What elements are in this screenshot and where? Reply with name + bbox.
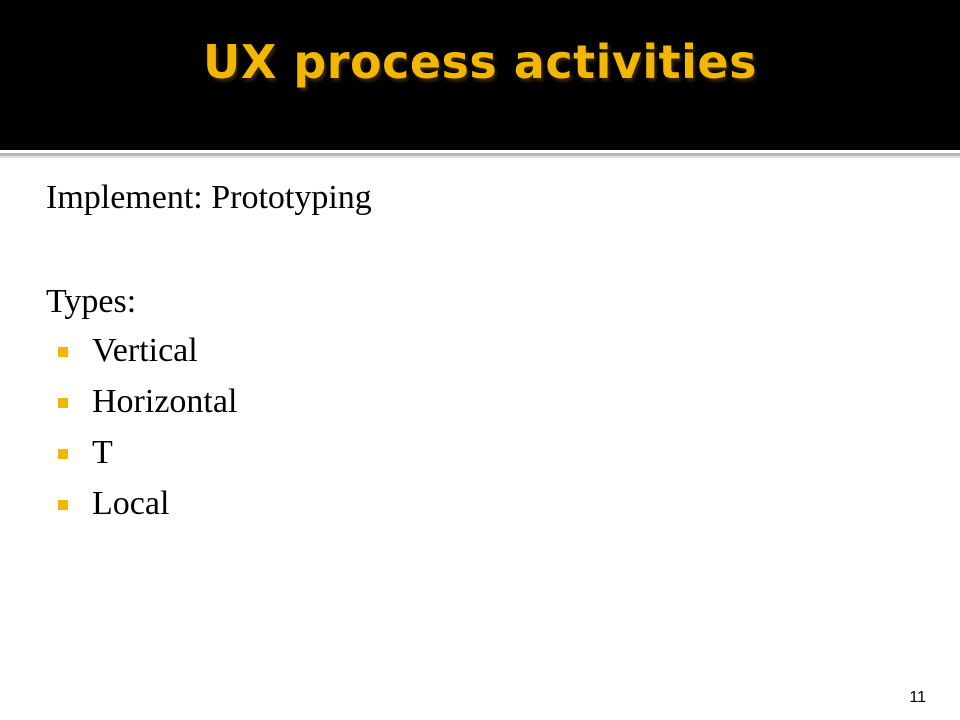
square-bullet-icon: [58, 347, 68, 357]
title-divider: [0, 153, 960, 156]
bullet-label: Horizontal: [92, 383, 238, 420]
slide-number: 11: [909, 689, 926, 706]
types-label: Types:: [46, 283, 137, 320]
square-bullet-icon: [58, 500, 68, 510]
bullet-label: Vertical: [92, 332, 198, 369]
square-bullet-icon: [58, 449, 68, 459]
title-divider-shadow: [0, 156, 960, 158]
square-bullet-icon: [58, 398, 68, 408]
bullet-label: Local: [92, 485, 170, 522]
slide-title: UX process activities: [203, 35, 757, 89]
section-heading: Implement: Prototyping: [46, 179, 372, 216]
bullet-label: T: [92, 434, 113, 471]
title-divider-highlight: [0, 150, 960, 153]
title-bar: UX process activities: [0, 0, 960, 150]
